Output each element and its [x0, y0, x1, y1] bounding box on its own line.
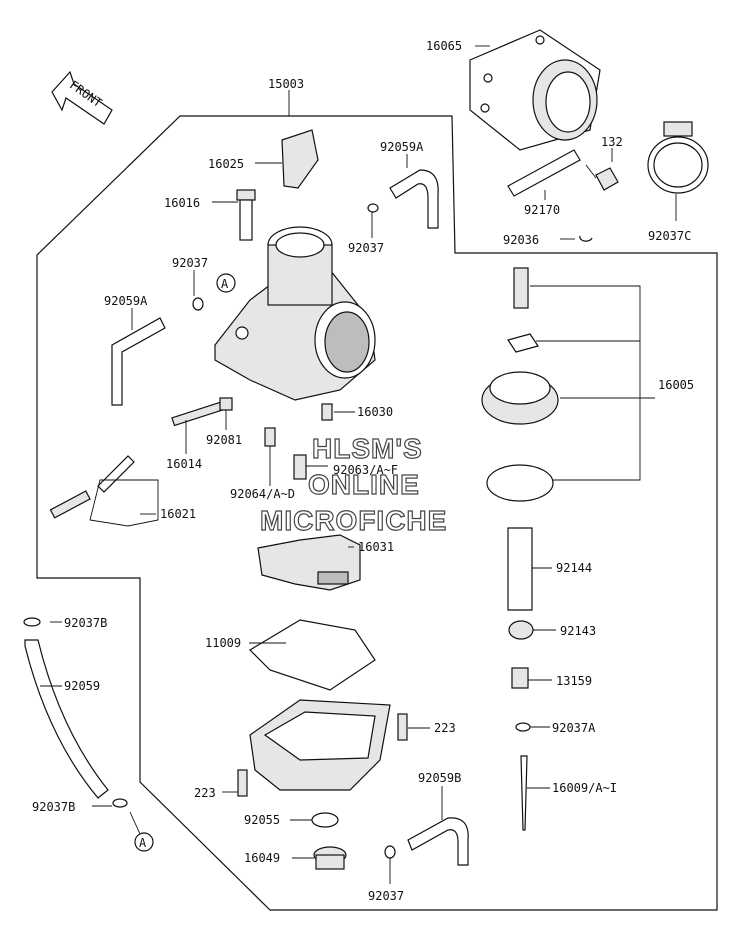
- adjuster-16005: [513, 267, 529, 309]
- clamp-92037C: [647, 121, 709, 194]
- jet-92064: [264, 427, 276, 447]
- hose-92059B: [407, 817, 469, 866]
- hose-92059A-left: [111, 317, 166, 406]
- label-92055: 92055: [244, 813, 280, 827]
- screw-16014: [171, 401, 223, 427]
- label-16014: 16014: [166, 457, 202, 471]
- label-223-right: 223: [434, 721, 456, 735]
- screw-223-right: [397, 713, 408, 741]
- label-16030: 16030: [357, 405, 393, 419]
- label-16005: 16005: [658, 378, 694, 392]
- cap-16005: [481, 371, 559, 425]
- watermark-line3: MICROFICHE: [260, 505, 447, 536]
- label-92059B: 92059B: [418, 771, 461, 785]
- intake-holder-16065: [469, 29, 601, 151]
- label-92170: 92170: [524, 203, 560, 217]
- float-16031: [257, 534, 361, 591]
- label-92037C: 92037C: [648, 229, 691, 243]
- cap-boot-16025: [281, 129, 319, 189]
- needle-16009: [520, 755, 528, 831]
- gasket-11009: [249, 619, 376, 691]
- screw-223-left: [237, 769, 248, 797]
- plug-16049: [313, 846, 347, 870]
- carburetor-body: [214, 226, 376, 401]
- label-92037B-bottom: 92037B: [32, 800, 75, 814]
- holder-92143: [508, 620, 534, 640]
- label-92037-top: 92037: [348, 241, 384, 255]
- clip-92037B-top: [23, 617, 41, 627]
- label-16065: 16065: [426, 39, 462, 53]
- label-92037B-top: 92037B: [64, 616, 107, 630]
- watermark-line2: ONLINE: [308, 469, 420, 500]
- part-labels: 16065 15003 132 16025 92059A 16016 92170…: [32, 39, 694, 903]
- spring-92081: [219, 397, 233, 411]
- clip-13159: [511, 667, 529, 689]
- label-92059A-top: 92059A: [380, 140, 424, 154]
- clip-92036: [579, 235, 593, 242]
- label-132: 132: [601, 135, 623, 149]
- label-92037-left: 92037: [172, 256, 208, 270]
- label-92064: 92064/A~D: [230, 487, 295, 501]
- front-arrow-icon: FRONT: [51, 70, 113, 125]
- label-92059: 92059: [64, 679, 100, 693]
- nut-16005: [507, 333, 539, 353]
- assembly-frame: [36, 115, 718, 911]
- label-92037-bottom: 92037: [368, 889, 404, 903]
- plate-92170: [507, 149, 581, 197]
- leader-lines: [40, 45, 677, 884]
- watermark: HLSM'S ONLINE MICROFICHE: [259, 432, 447, 536]
- label-92143: 92143: [560, 624, 596, 638]
- label-92037A: 92037A: [552, 721, 596, 735]
- oring-92055: [311, 812, 339, 828]
- reference-a-bottom: A: [134, 832, 154, 852]
- label-16049: 16049: [244, 851, 280, 865]
- screw-16016: [236, 189, 256, 241]
- svg-text:A: A: [139, 836, 147, 850]
- label-15003: 15003: [268, 77, 304, 91]
- hose-92059A-top: [389, 169, 439, 229]
- label-223-left: 223: [194, 786, 216, 800]
- label-92036: 92036: [503, 233, 539, 247]
- clip-92037-left: [192, 297, 204, 311]
- label-92144: 92144: [556, 561, 592, 575]
- oring-16005: [486, 464, 554, 502]
- label-16021: 16021: [160, 507, 196, 521]
- jet-16030: [321, 403, 333, 421]
- svg-text:A: A: [221, 277, 229, 291]
- clip-92037B-bottom: [112, 798, 128, 808]
- label-16031: 16031: [358, 540, 394, 554]
- label-16009: 16009/A~I: [552, 781, 617, 795]
- screw-16021: [49, 490, 91, 519]
- label-11009: 11009: [205, 636, 241, 650]
- clip-92037A: [515, 722, 531, 732]
- reference-a-top: A: [216, 273, 236, 293]
- group-bracket-16021: [89, 479, 159, 527]
- label-92081: 92081: [206, 433, 242, 447]
- label-16025: 16025: [208, 157, 244, 171]
- label-13159: 13159: [556, 674, 592, 688]
- float-bowl: [249, 699, 391, 791]
- bolt-132: [585, 164, 619, 191]
- label-92063: 92063/A~F: [333, 463, 398, 477]
- hose-92059: [24, 639, 109, 799]
- jet-92063: [293, 454, 307, 480]
- clip-92037-bottom: [384, 845, 396, 859]
- spring-92144: [507, 527, 533, 611]
- label-16016: 16016: [164, 196, 200, 210]
- watermark-line1: HLSM'S: [312, 433, 423, 464]
- label-92059A-left: 92059A: [104, 294, 148, 308]
- spring-16021: [97, 455, 135, 493]
